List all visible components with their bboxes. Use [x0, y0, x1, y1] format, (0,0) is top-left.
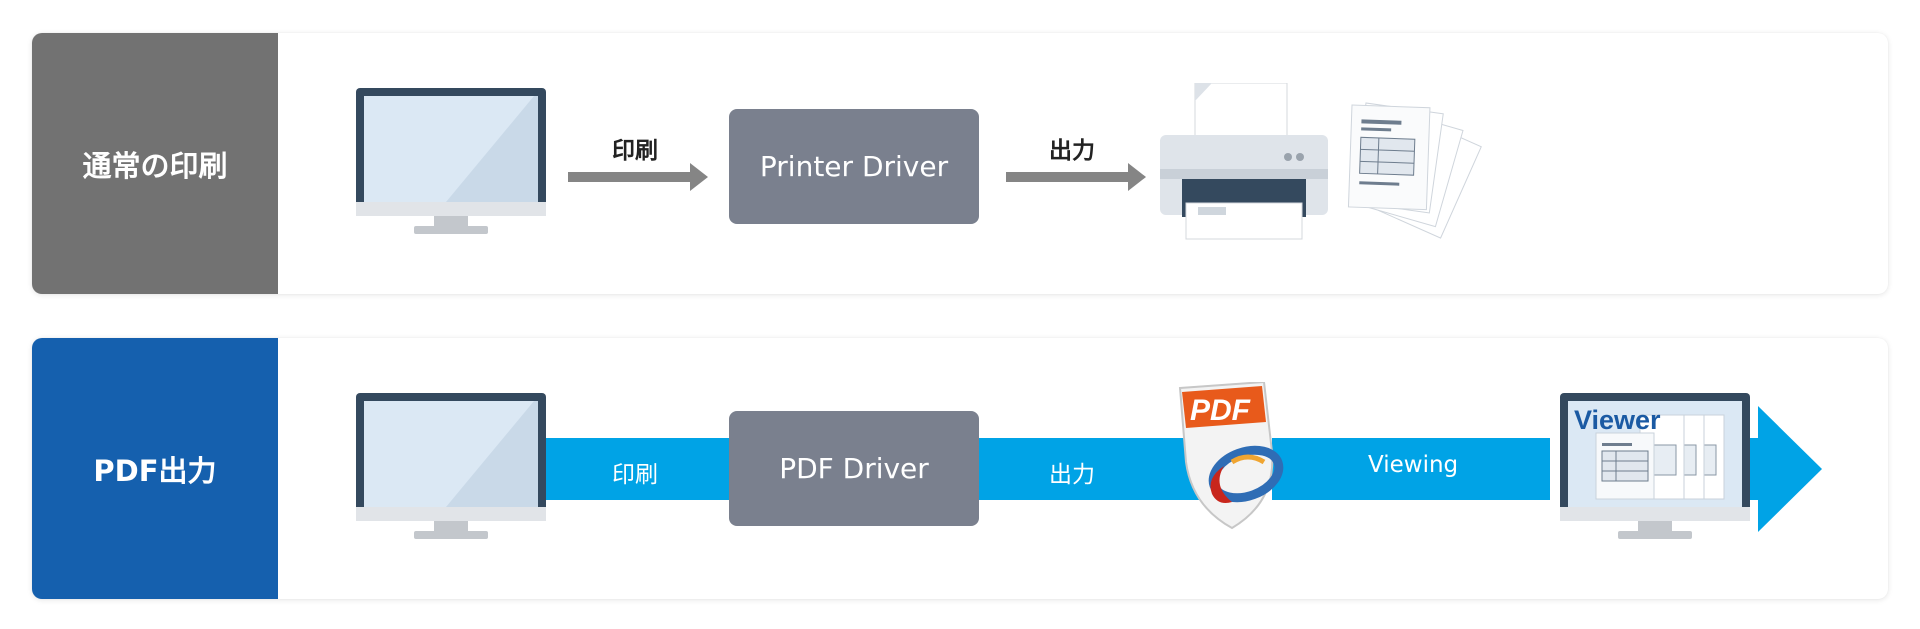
output-arrow: [1006, 163, 1146, 191]
print-flow-band: [546, 438, 758, 500]
pdf-driver-box: PDF Driver: [729, 411, 979, 526]
pdf-logo-icon: PDF: [1178, 382, 1284, 530]
printer-driver-box: Printer Driver: [729, 109, 979, 224]
output-arrow-label: 出力: [1049, 138, 1095, 164]
viewer-label: Viewer: [1574, 405, 1661, 435]
viewing-flow-band: [1272, 438, 1550, 500]
viewer-monitor-icon: Viewer: [1560, 393, 1750, 539]
print-arrow-label: 印刷: [612, 138, 658, 164]
pdf-output-row: PDF出力 印刷 出力 Viewing PDF Driver PDF: [32, 338, 1888, 599]
normal-print-label: 通常の印刷: [32, 33, 278, 294]
normal-print-row: 通常の印刷 印刷 Printer Driver 出力: [32, 33, 1888, 294]
output-band-label: 出力: [1049, 462, 1095, 488]
viewing-band-label: Viewing: [1368, 452, 1459, 478]
output-flow-band: [978, 438, 1208, 500]
computer-monitor-icon: [356, 88, 546, 234]
pdf-output-label: PDF出力: [32, 338, 278, 599]
computer-monitor-icon: [356, 393, 546, 539]
pdf-logo-text: PDF: [1190, 394, 1251, 427]
print-arrow: [568, 163, 708, 191]
print-band-label: 印刷: [612, 462, 658, 488]
printer-with-documents-icon: [1160, 83, 1482, 240]
